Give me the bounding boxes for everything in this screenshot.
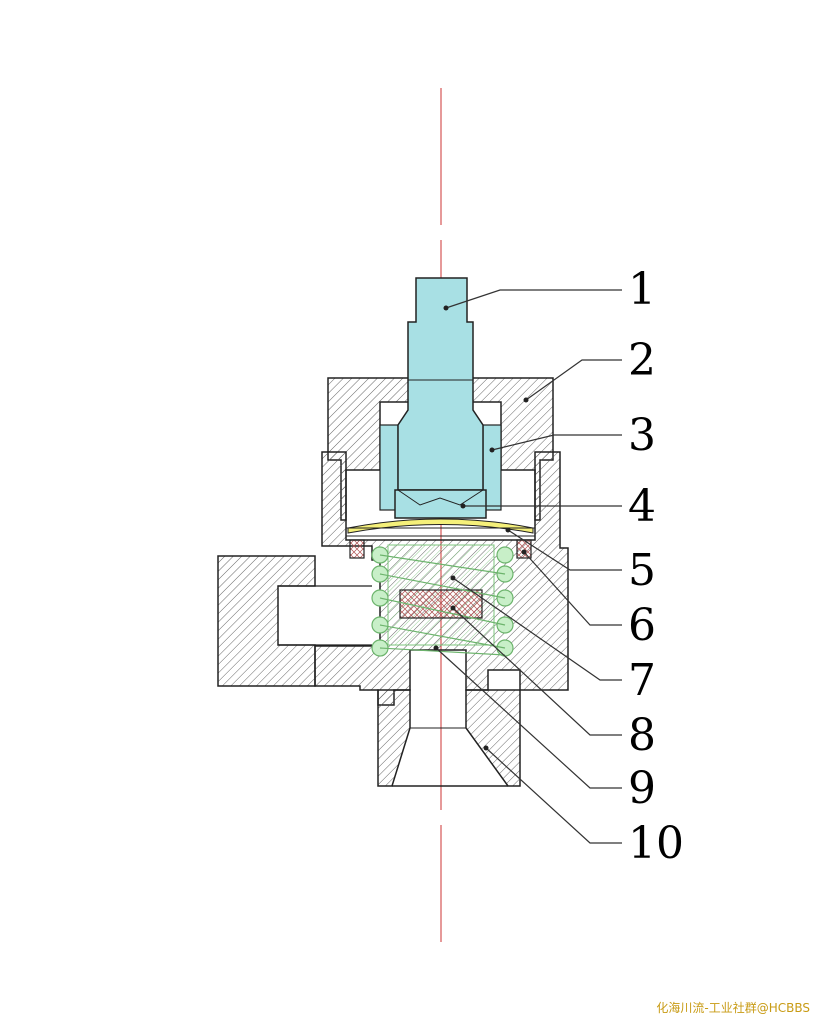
spring (371, 546, 514, 657)
callout-label-5: 5 (628, 545, 656, 596)
valve-stem (397, 277, 484, 491)
callout-label-2: 2 (628, 335, 656, 386)
callout-label-9: 9 (628, 763, 656, 814)
leader-lines (435, 289, 622, 844)
callout-label-4: 4 (628, 481, 656, 532)
callout-label-10: 10 (628, 818, 684, 869)
callout-label-3: 3 (628, 410, 656, 461)
watermark-text: 化海川流-工业社群@HCBBS (656, 1001, 810, 1015)
callout-label-7: 7 (628, 655, 656, 706)
diaphragm (345, 518, 536, 537)
callout-label-8: 8 (628, 710, 656, 761)
leader-dots (433, 305, 529, 751)
callout-label-1: 1 (628, 264, 656, 315)
callout-label-6: 6 (628, 600, 656, 651)
callout-labels: 1 2 3 4 5 6 7 8 9 10 (628, 264, 684, 869)
pressure-disc (394, 489, 487, 519)
valve-disc (387, 544, 495, 646)
